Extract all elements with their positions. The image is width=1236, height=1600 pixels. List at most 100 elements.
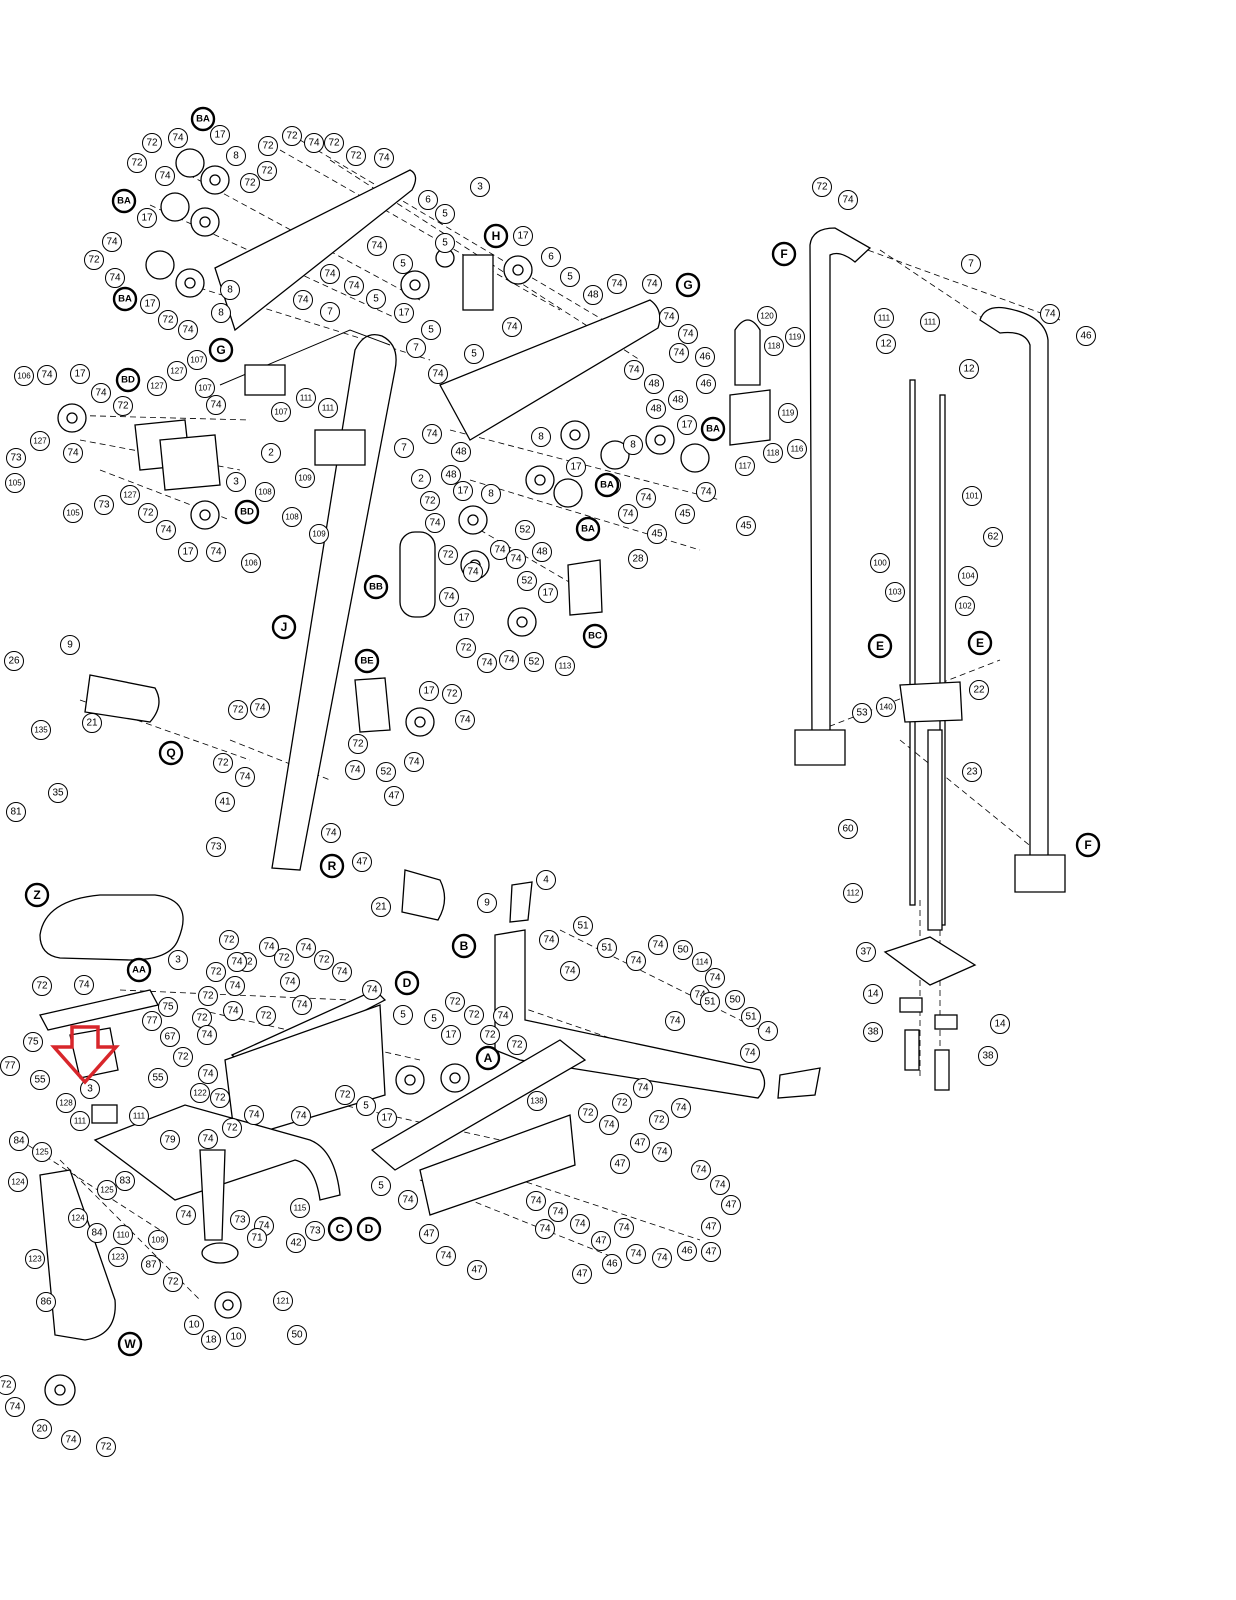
callout-circle	[0, 1375, 16, 1395]
callout-label: 47	[388, 791, 400, 802]
callout-circle	[4, 651, 24, 671]
callout-circle	[867, 633, 893, 659]
callout-circle	[30, 431, 50, 451]
callout-circle	[219, 930, 239, 950]
callout-label: E	[976, 636, 984, 650]
callout-circle	[958, 566, 978, 586]
callout-circle	[607, 274, 627, 294]
callout-label: 28	[632, 554, 644, 565]
callout-label: 123	[111, 1253, 125, 1262]
callout-circle	[612, 1093, 632, 1113]
callout-circle	[155, 166, 175, 186]
callout-label: 74	[295, 1111, 307, 1122]
callout-circle	[428, 364, 448, 384]
callout-label: 50	[677, 945, 689, 956]
arm-w	[39, 1169, 116, 1341]
callout-circle	[623, 435, 643, 455]
callout-circle	[419, 1224, 439, 1244]
callout-circle	[652, 1142, 672, 1162]
callout-circle	[8, 1172, 28, 1192]
callout-label: 116	[791, 445, 804, 454]
callout-label: 17	[517, 231, 529, 242]
callout-circle	[163, 1272, 183, 1292]
callout-label: 111	[322, 404, 335, 413]
selector-stem-23	[927, 729, 943, 931]
callout-circle	[223, 1001, 243, 1021]
callout-label: 72	[100, 1442, 112, 1453]
callout-label: 5	[400, 259, 406, 270]
callout-label: 75	[27, 1037, 39, 1048]
callout-label: 47	[423, 1229, 435, 1240]
callout-circle	[206, 395, 226, 415]
callout-circle	[740, 1043, 760, 1063]
callout-circle	[305, 1221, 325, 1241]
callout-label: 72	[142, 508, 154, 519]
callout-label: 71	[251, 1233, 263, 1244]
callout-circle	[32, 1142, 52, 1162]
callout-circle	[812, 177, 832, 197]
callout-circle	[352, 852, 372, 872]
callout-label: 72	[226, 1123, 238, 1134]
callout-label: G	[216, 343, 225, 357]
callout-label: BD	[121, 375, 135, 386]
callout-label: 127	[150, 382, 164, 391]
callout-circle	[226, 1327, 246, 1347]
callout-label: 124	[11, 1178, 25, 1187]
callout-label: 72	[653, 1115, 665, 1126]
callout-circle	[0, 1056, 20, 1076]
callout-circle	[25, 1249, 45, 1269]
callout-label: 74	[284, 977, 296, 988]
callout-circle	[348, 734, 368, 754]
callout-label: 52	[521, 576, 533, 587]
callout-circle	[692, 952, 712, 972]
callout-circle	[570, 1214, 590, 1234]
callout-label: 74	[467, 567, 479, 578]
callout-circle	[142, 133, 162, 153]
callout-circle	[649, 1110, 669, 1130]
callout-circle	[633, 1078, 653, 1098]
callout-label: 107	[274, 408, 288, 417]
guide-rod-e-left	[909, 379, 916, 906]
callout-label: 72	[352, 739, 364, 750]
callout-circle	[548, 1202, 568, 1222]
callout-circle	[374, 148, 394, 168]
callout-circle	[441, 1025, 461, 1045]
callout-circle	[96, 1437, 116, 1457]
callout-circle	[142, 1011, 162, 1031]
callout-circle	[524, 652, 544, 672]
callout-label: 72	[36, 981, 48, 992]
callout-circle	[610, 1154, 630, 1174]
callout-circle	[228, 700, 248, 720]
callout-label: 74	[201, 1030, 213, 1041]
callout-label: 17	[398, 308, 410, 319]
callout-label: 73	[309, 1226, 321, 1237]
callout-label: 45	[679, 509, 691, 520]
callout-circle	[668, 390, 688, 410]
callout-label: BA	[196, 114, 210, 125]
callout-label: 74	[694, 990, 706, 1001]
callout-circle	[190, 106, 216, 132]
callout-label: 17	[144, 299, 156, 310]
callout-label: 72	[350, 151, 362, 162]
callout-label: 74	[67, 448, 79, 459]
callout-circle	[208, 337, 234, 363]
callout-label: 72	[286, 131, 298, 142]
callout-circle	[538, 583, 558, 603]
callout-label: 106	[17, 372, 31, 381]
callout-circle	[517, 571, 537, 591]
callout-circle	[843, 883, 863, 903]
callout-circle	[983, 527, 1003, 547]
callout-label: 72	[0, 1380, 12, 1391]
callout-label: 74	[308, 138, 320, 149]
callout-circle	[439, 587, 459, 607]
callout-circle	[573, 916, 593, 936]
callout-circle	[566, 457, 586, 477]
callout-circle	[642, 274, 662, 294]
callout-circle	[273, 1291, 293, 1311]
callout-circle	[721, 1195, 741, 1215]
callout-label: 74	[622, 509, 634, 520]
callout-label: 111	[924, 318, 937, 327]
callout-label: 74	[258, 1221, 270, 1232]
callout-circle	[70, 1111, 90, 1131]
callout-circle	[286, 1233, 306, 1253]
